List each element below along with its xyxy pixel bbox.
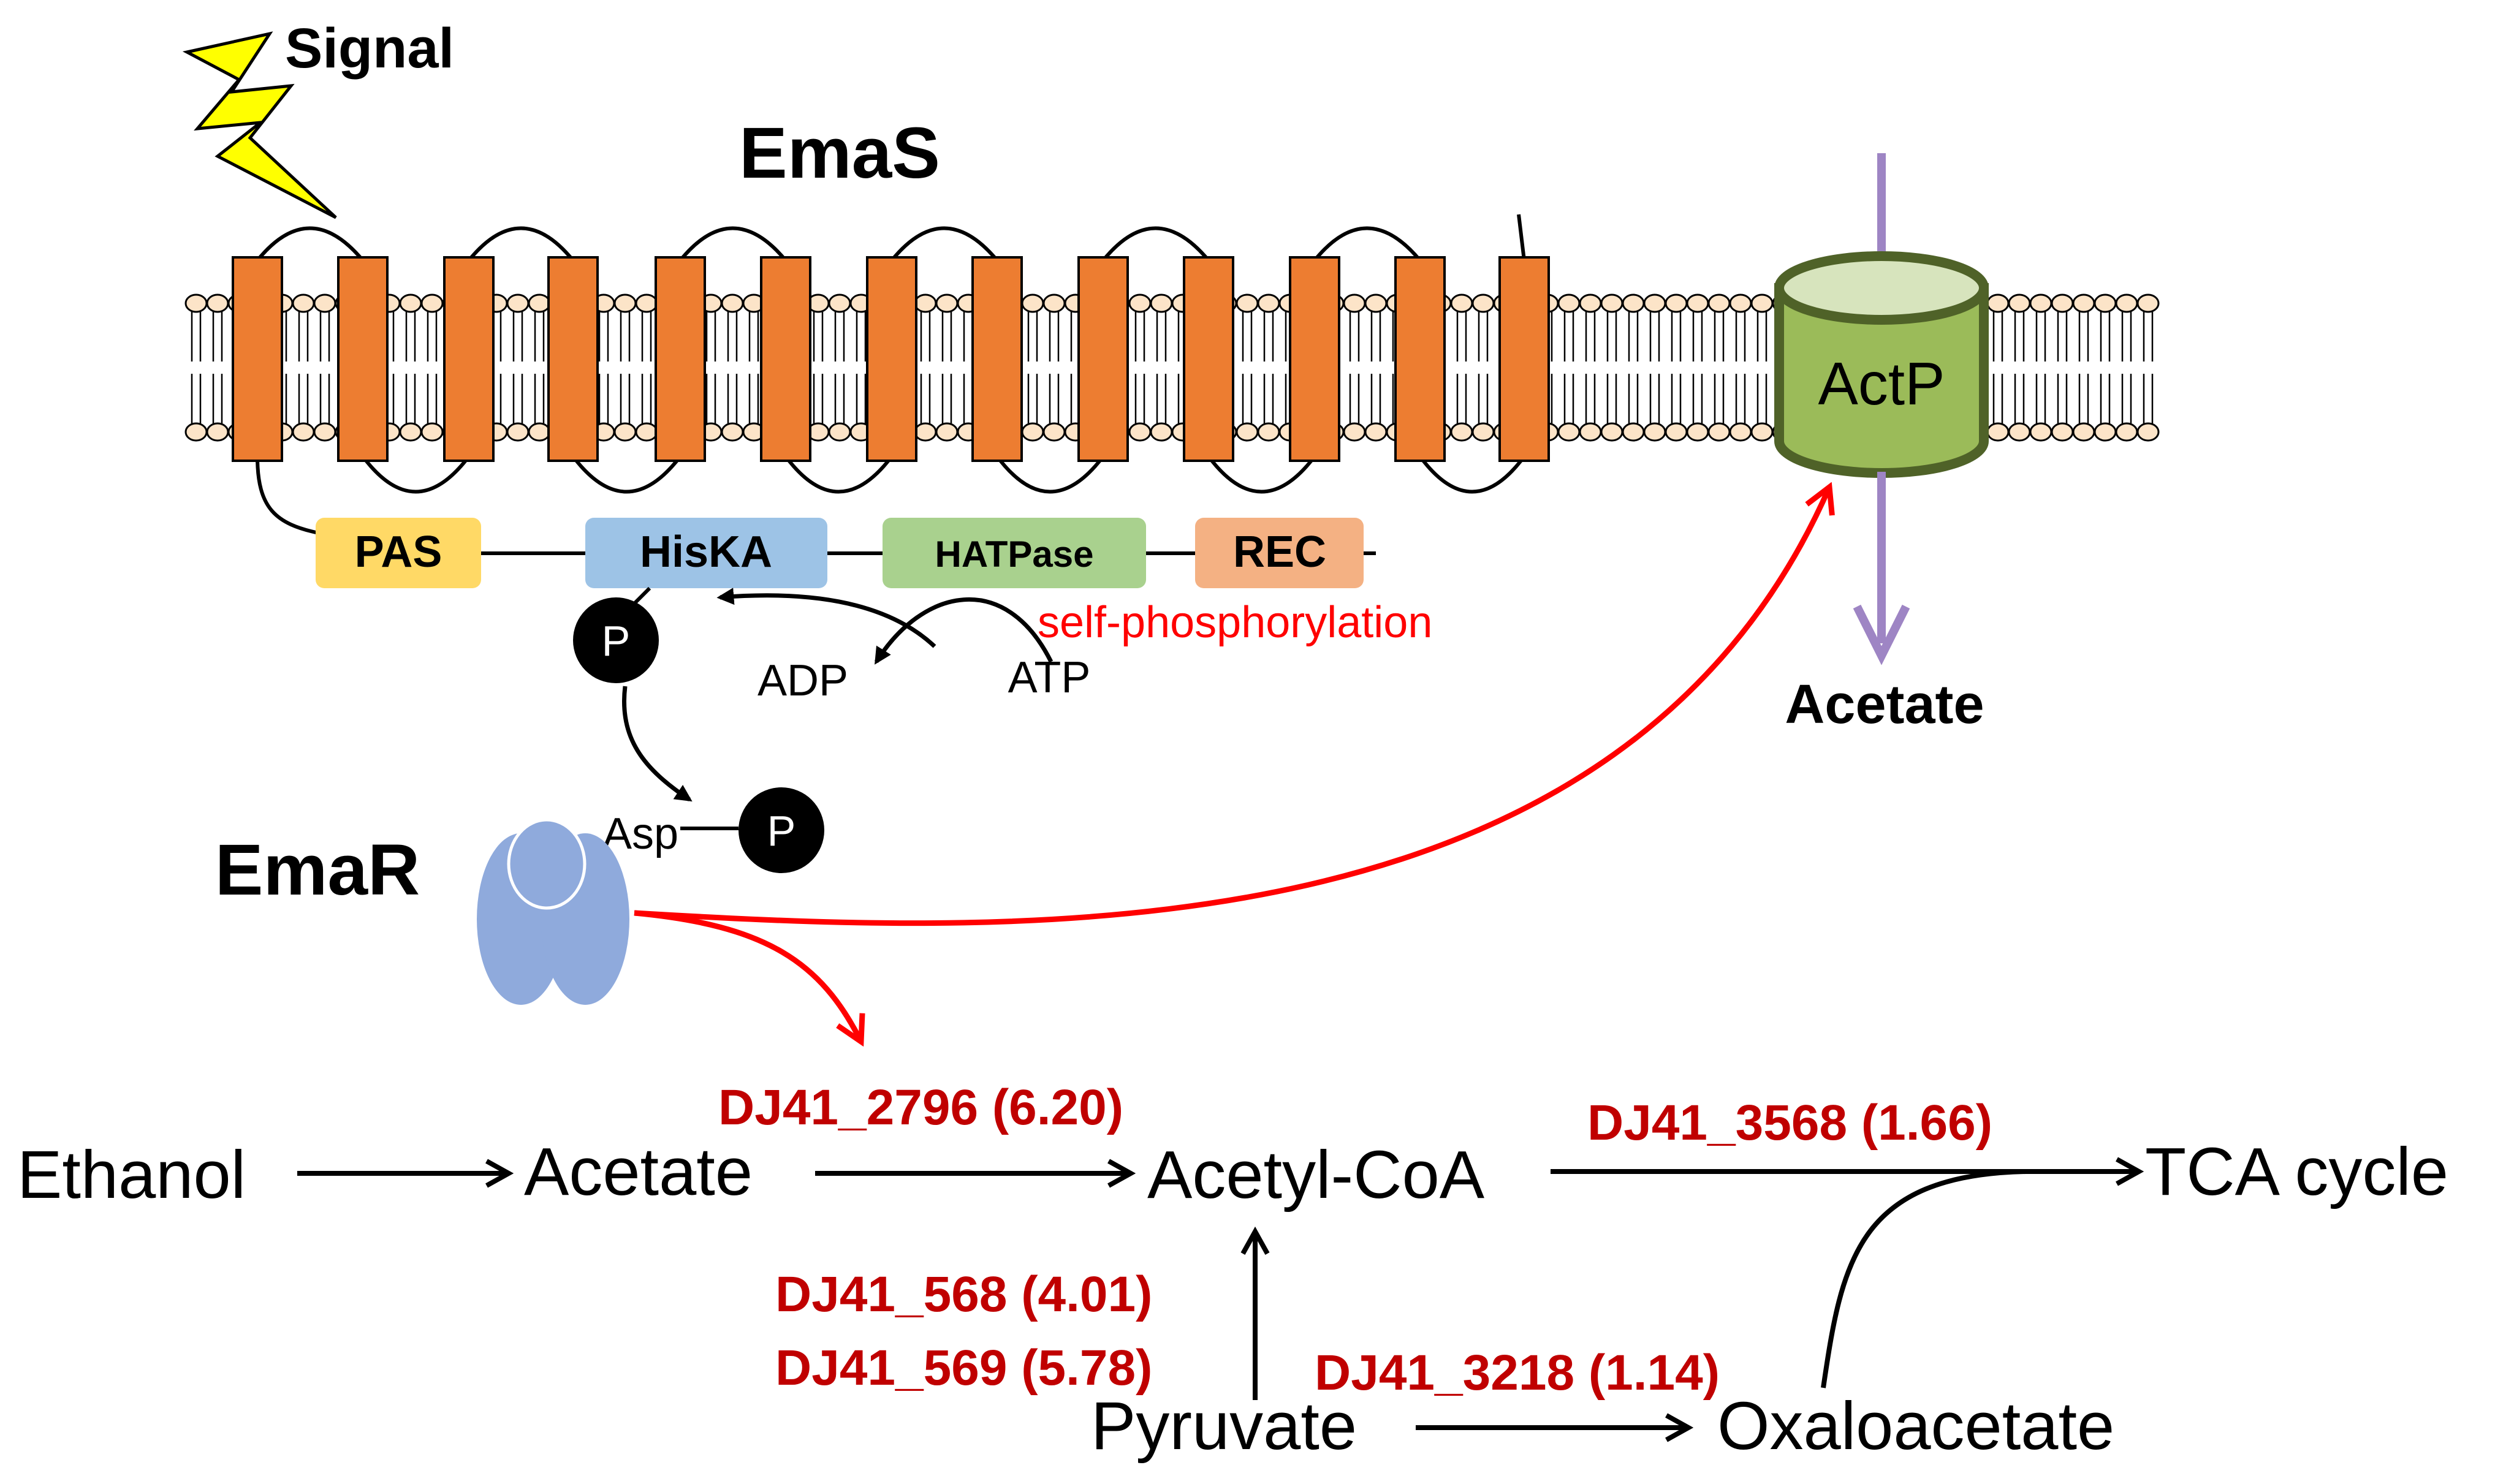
- transmembrane-helix: [232, 256, 283, 462]
- emar-label: EmaR: [215, 830, 420, 910]
- transmembrane-helix: [1289, 256, 1340, 462]
- gene-labels: DJ41_2796 (6.20) DJ41_3568 (1.66) DJ41_5…: [718, 1080, 1992, 1401]
- transmembrane-helix: [547, 256, 599, 462]
- emar-protein-icon: [477, 818, 629, 1005]
- rec-domain-label: REC: [1233, 528, 1326, 577]
- self-phosphorylation-label: self-phosphorylation: [1038, 598, 1432, 647]
- transmembrane-helix: [1077, 256, 1129, 462]
- signal-label: Signal: [285, 17, 454, 80]
- hatpase-domain: HATPase: [883, 518, 1146, 588]
- gene-dj41-3568: DJ41_3568 (1.66): [1587, 1095, 1992, 1151]
- phosphate-to-hiska-arrow: [716, 588, 936, 648]
- pyruvate-label: Pyruvate: [1091, 1388, 1357, 1464]
- transmembrane-helix: [866, 256, 917, 462]
- hiska-domain: HisKA: [585, 518, 827, 588]
- asp-phosphate-circle: P: [739, 787, 824, 873]
- hiska-domain-label: HisKA: [640, 528, 772, 577]
- oxaloacetate-label: Oxaloacetate: [1717, 1388, 2114, 1464]
- emas-label: EmaS: [739, 113, 940, 194]
- gene-dj41-569: DJ41_569 (5.78): [775, 1340, 1152, 1396]
- asp-label: Asp: [602, 809, 678, 858]
- transmembrane-helix: [760, 256, 811, 462]
- transmembrane-helix: [655, 256, 706, 462]
- acetate-label: Acetate: [524, 1134, 753, 1210]
- atp-to-adp-curve-arrow: [875, 597, 1054, 665]
- svg-text:P: P: [767, 807, 796, 855]
- actp-label: ActP: [1818, 350, 1945, 417]
- hiska-phosphate-circle: P: [573, 597, 659, 683]
- acetate-transport-arrowhead: [1853, 604, 1910, 665]
- oxaloacetate-to-tca-curve: [1821, 1169, 2026, 1388]
- atp-label: ATP: [1008, 653, 1091, 702]
- tca-cycle-label: TCA cycle: [2145, 1134, 2448, 1210]
- acetyl-coa-label: Acetyl-CoA: [1147, 1137, 1485, 1213]
- adp-label: ADP: [757, 656, 848, 705]
- emar-to-actp-regulation-arrow: [634, 487, 1829, 926]
- acetate-product-label: Acetate: [1785, 674, 1984, 735]
- phosphotransfer-arrow: [622, 686, 693, 802]
- gene-dj41-3218: DJ41_3218 (1.14): [1315, 1345, 1720, 1401]
- transmembrane-helix: [443, 256, 495, 462]
- transmembrane-helix: [971, 256, 1023, 462]
- emar-to-acetate-pathway-arrow: [634, 910, 861, 1042]
- ethanol-label: Ethanol: [17, 1137, 246, 1213]
- lightning-bolt-icon: [182, 31, 337, 219]
- pas-domain: PAS: [316, 518, 481, 588]
- transmembrane-helix: [337, 256, 389, 462]
- emas-transmembrane-helices: [232, 256, 1550, 462]
- gene-dj41-2796: DJ41_2796 (6.20): [718, 1080, 1123, 1135]
- svg-text:P: P: [602, 617, 631, 665]
- transmembrane-helix: [1183, 256, 1234, 462]
- transmembrane-helix: [1394, 256, 1446, 462]
- rec-domain: REC: [1195, 518, 1364, 588]
- gene-dj41-568: DJ41_568 (4.01): [775, 1266, 1152, 1322]
- hatpase-domain-label: HATPase: [935, 534, 1094, 575]
- transmembrane-helix: [1498, 256, 1550, 462]
- emas-extracellular-loops: [256, 214, 1526, 262]
- emas-intracellular-loops: [256, 455, 1526, 535]
- actp-transporter: ActP: [1774, 251, 1989, 478]
- pas-domain-label: PAS: [355, 528, 442, 577]
